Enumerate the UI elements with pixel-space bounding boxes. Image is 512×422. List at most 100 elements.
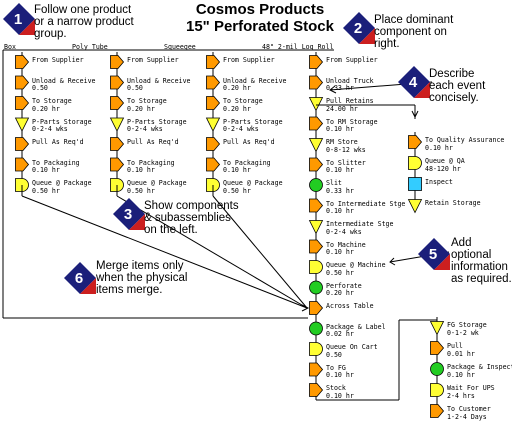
col-box-step-2-label: Unload & Receive 0.50 — [32, 76, 96, 93]
col-log-roll-step-6-label: To Slitter 0.10 hr — [326, 158, 366, 175]
col-log-roll-step-7-circle-icon — [309, 178, 323, 192]
merge-arrowhead — [301, 304, 310, 312]
finish-step-1-triangle-icon — [429, 321, 445, 336]
col-log-roll-step-8-arrow-icon — [309, 198, 324, 213]
qa-branch-step-4-triangle-icon — [407, 199, 423, 214]
col-log-roll-step-13-arrow-icon — [309, 301, 324, 315]
col-log-roll-step-3-label: Pull Retains 24.00 hr — [326, 97, 374, 113]
col-poly-tube-step-5-arrow-icon — [110, 137, 125, 151]
col-poly-tube-step-2-arrow-icon — [110, 75, 125, 90]
col-log-roll-step-14-circle-icon — [309, 321, 323, 336]
col-log-roll-step-11-label: Queue @ Machine 0.50 hr — [326, 261, 386, 277]
col-box-step-7-label: Queue @ Package 0.50 hr — [32, 179, 92, 195]
finish-step-2-label: Pull 0.01 hr — [447, 342, 475, 358]
col-box-step-1-label: From Supplier — [32, 56, 84, 64]
col-log-roll-step-2-label: Unload Truck 0.33 hr — [326, 76, 374, 93]
col-log-roll-step-9-triangle-icon — [308, 220, 324, 235]
col-poly-tube-step-1-label: From Supplier — [127, 56, 179, 64]
col-log-roll-step-17-label: Stock 0.10 hr — [326, 384, 354, 400]
col-box-step-3-arrow-icon — [15, 96, 30, 110]
col-poly-tube-step-3-label: To Storage 0.20 hr — [127, 97, 167, 113]
col-squeegee-step-7-label: Queue @ Package 0.50 hr — [223, 179, 283, 195]
col-log-roll-step-1-label: From Supplier — [326, 56, 378, 64]
col-poly-tube-step-6-label: To Packaging 0.10 hr — [127, 158, 175, 175]
callout-1-text: Follow one product or a narrow product g… — [34, 4, 134, 40]
col-log-roll-step-10-label: To Machine 0.10 hr — [326, 240, 366, 257]
col-box-step-6-arrow-icon — [15, 157, 30, 172]
finish-step-4-label: Wait For UPS 2-4 hrs — [447, 384, 495, 400]
column-header-poly-tube: Poly Tube — [72, 43, 108, 51]
col-squeegee-step-3-arrow-icon — [206, 96, 221, 110]
col-log-roll-step-5-label: RM Store 0-8-12 wks — [326, 138, 366, 154]
finish-step-4-d-shape-icon — [430, 383, 444, 397]
qa-branch-step-2-d-shape-icon — [408, 156, 422, 170]
finish-step-3-circle-icon — [430, 362, 444, 376]
col-log-roll-step-2-arrow-icon — [309, 75, 324, 90]
col-squeegee-step-1-label: From Supplier — [223, 56, 275, 64]
finish-step-2-arrow-icon — [430, 341, 445, 355]
col-box-step-6-label: To Packaging 0.10 hr — [32, 158, 80, 175]
title-line-1: Cosmos Products — [195, 1, 325, 18]
col-log-roll-step-8-label: To Intermediate Stge 0.10 hr — [326, 199, 406, 216]
col-squeegee-step-6-arrow-icon — [206, 157, 221, 172]
finish-step-3-label: Package & Inspect 0.10 hr — [447, 363, 512, 379]
col-squeegee-step-1-arrow-icon — [206, 55, 221, 69]
col-squeegee-step-3-label: To Storage 0.20 hr — [223, 97, 263, 113]
badge-6-number: 6 — [75, 270, 83, 287]
col-log-roll-step-17-arrow-icon — [309, 383, 324, 397]
col-log-roll-step-12-circle-icon — [309, 280, 323, 295]
col-squeegee-step-2-label: Unload & Receive 0.20 hr — [223, 76, 287, 93]
badge-2-number: 2 — [354, 20, 362, 37]
col-box-step-1-arrow-icon — [15, 55, 30, 69]
finish-step-5-label: To Customer 1-2-4 Days — [447, 405, 491, 421]
col-poly-tube-step-7-label: Queue @ Package 0.50 hr — [127, 179, 187, 195]
col-squeegee-step-5-label: Pull As Req'd — [223, 138, 275, 146]
col-box-step-4-triangle-icon — [14, 117, 30, 132]
badge-5-number: 5 — [429, 246, 437, 263]
col-poly-tube-step-4-label: P-Parts Storage 0-2-4 wks — [127, 117, 187, 134]
badge-3-number: 3 — [124, 206, 132, 223]
callout-6-text: Merge items only when the physical items… — [96, 260, 188, 296]
col-log-roll-step-11-d-shape-icon — [309, 260, 323, 274]
finish-step-5-arrow-icon — [430, 404, 445, 418]
title-line-2: 15" Perforated Stock — [185, 18, 334, 35]
column-header-box: Box — [4, 43, 16, 51]
qa-branch-step-3-label: Inspect — [425, 178, 453, 186]
col-squeegee-step-4-triangle-icon — [205, 117, 221, 132]
pointer-callout-5-head — [389, 257, 396, 266]
col-poly-tube-step-6-arrow-icon — [110, 157, 125, 172]
col-poly-tube-step-1-arrow-icon — [110, 55, 125, 69]
col-log-roll-step-16-label: To FG 0.10 hr — [326, 363, 354, 380]
merge-line-squeegee — [212, 195, 308, 309]
col-log-roll-step-15-label: Queue On Cart 0.50 — [326, 343, 378, 359]
col-log-roll-step-4-arrow-icon — [309, 116, 324, 131]
col-squeegee-step-4-label: P-Parts Storage 0-2-4 wks — [223, 117, 283, 134]
pointer-callout-4-head — [329, 85, 337, 94]
merge-line-poly-tube — [116, 195, 308, 309]
qa-branch-step-2-label: Queue @ QA 48-120 hr — [425, 157, 465, 173]
col-log-roll-step-4-label: To RM Storage 0.10 hr — [326, 117, 378, 134]
badge-4: 4 — [398, 66, 430, 98]
col-poly-tube-step-5-label: Pull As Req'd — [127, 138, 179, 146]
col-box-step-3-label: To Storage 0.20 hr — [32, 97, 72, 113]
badge-3: 3 — [113, 198, 145, 230]
qa-branch-step-1-label: To Quality Assurance 0.10 hr — [425, 136, 505, 152]
col-log-roll-step-14-label: Package & Label 0.02 hr — [326, 322, 386, 339]
col-poly-tube-step-3-arrow-icon — [110, 96, 125, 110]
badge-2: 2 — [343, 12, 375, 44]
col-log-roll-step-7-label: Slit 0.33 hr — [326, 179, 354, 195]
badge-5: 5 — [418, 238, 450, 270]
col-log-roll-step-1-arrow-icon — [309, 55, 324, 69]
column-header-log-roll: 48" 2-mil Log Roll — [262, 43, 334, 51]
merge-line-box — [21, 195, 308, 309]
col-poly-tube-step-4-triangle-icon — [109, 117, 125, 132]
badge-6: 6 — [64, 262, 96, 294]
qa-branch-step-3-square-icon — [408, 177, 422, 191]
qa-branch-step-4-label: Retain Storage — [425, 199, 481, 207]
col-box-step-5-arrow-icon — [15, 137, 30, 151]
callout-4-text: Describe each event concisely. — [429, 68, 486, 104]
callout-3-text: Show components & subassemblies on the l… — [144, 200, 239, 236]
col-squeegee-step-6-label: To Packaging 0.10 hr — [223, 158, 271, 175]
